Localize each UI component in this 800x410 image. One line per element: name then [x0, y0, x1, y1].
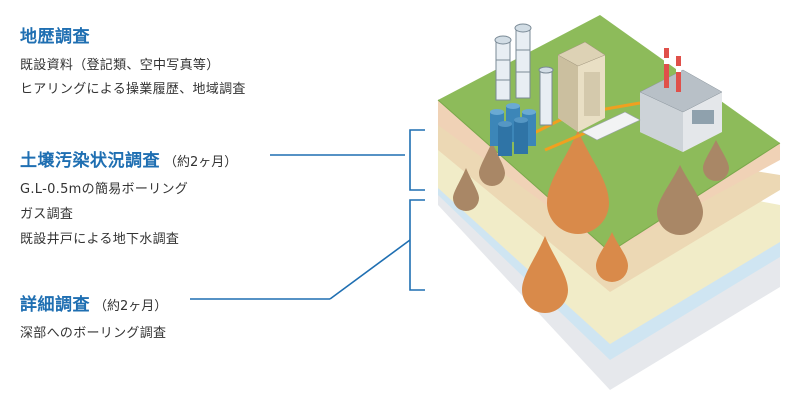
warehouse: [581, 111, 641, 141]
section-duration: （約2ヶ月）: [94, 299, 168, 314]
section-title-text: 地歴調査: [20, 27, 90, 47]
contaminant-drop: [522, 236, 568, 313]
smokestacks: [664, 48, 681, 92]
section-title-historical-survey: 地歴調査: [20, 22, 90, 47]
bracket-upper: [409, 129, 425, 191]
section-duration: （約2ヶ月）: [164, 155, 238, 170]
section-item: ガス調査: [20, 207, 74, 222]
connector-lines: [190, 129, 425, 300]
pipeline: [544, 131, 586, 152]
contaminant-drop: [596, 232, 628, 282]
contaminant-drop: [657, 165, 703, 235]
tower-structures: [494, 23, 554, 126]
connector-diagonal: [329, 239, 411, 300]
section-item: 既設井戸による地下水調査: [20, 232, 180, 247]
section-item: G.L-0.5mの簡易ボーリング: [20, 182, 189, 197]
section-item: 既設資料（登記類、空中写真等）: [20, 58, 220, 73]
section-item: 深部へのボーリング調査: [20, 326, 167, 341]
contaminant-drop: [453, 168, 479, 211]
contaminant-drop: [479, 142, 505, 186]
section-title-text: 詳細調査: [20, 295, 90, 315]
storage-tanks: [490, 103, 536, 156]
section-title-contamination-survey: 土壌汚染状況調査 （約2ヶ月）: [20, 146, 237, 171]
section-item: ヒアリングによる操業履歴、地域調査: [20, 82, 246, 97]
bracket-lower: [409, 199, 425, 291]
factory-building-tower: [557, 41, 606, 132]
contaminant-drop: [547, 130, 609, 234]
section-title-text: 土壌汚染状況調査: [20, 151, 160, 171]
section-title-detailed-survey: 詳細調査 （約2ヶ月）: [20, 290, 167, 315]
contaminant-drop: [703, 140, 729, 181]
